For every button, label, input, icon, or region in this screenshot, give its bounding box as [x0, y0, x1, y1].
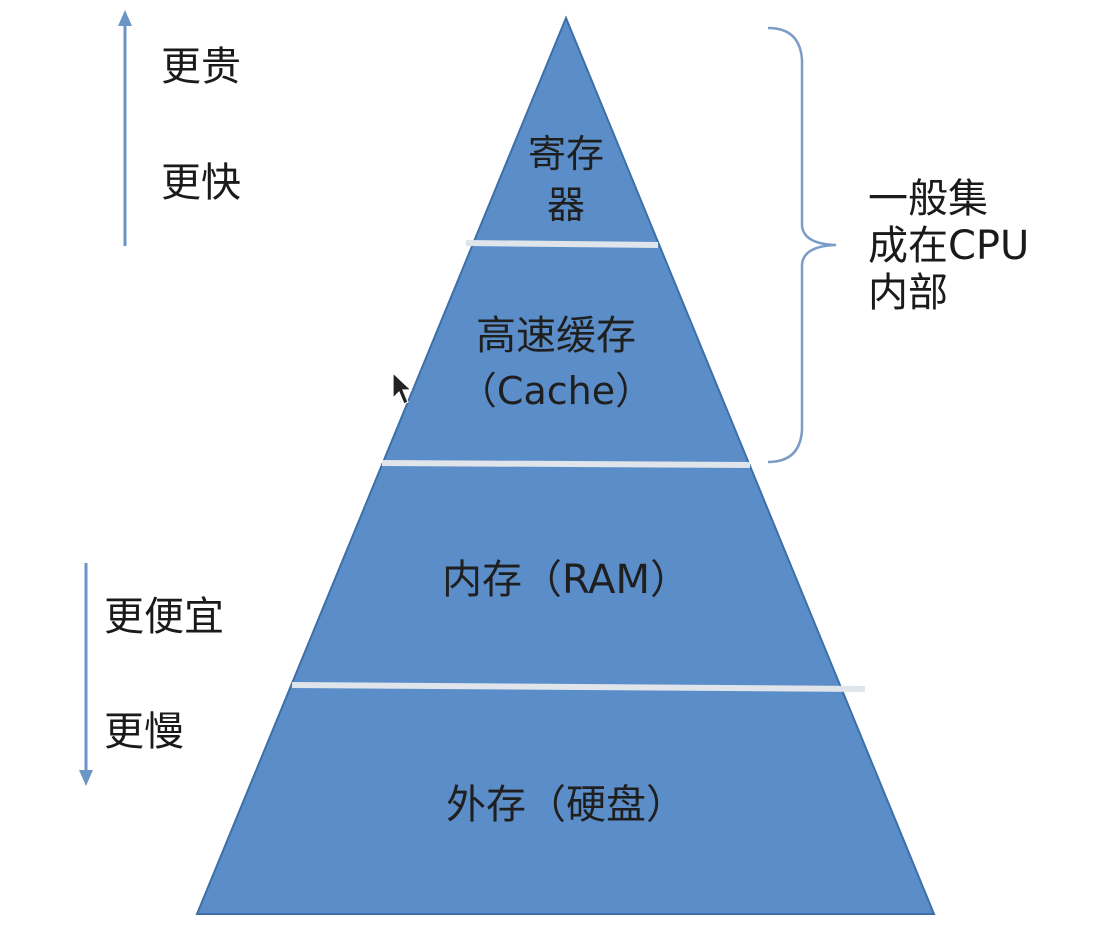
mouse-cursor-icon: [392, 371, 413, 405]
label-cheaper: 更便宜: [104, 594, 224, 640]
layer-separator: [381, 460, 751, 468]
layer-cache-label-line1: 高速缓存: [476, 313, 636, 359]
label-slower: 更慢: [104, 709, 184, 755]
cpu-note-line2: 成在CPU: [868, 223, 1030, 270]
layer-register-label-line2: 器: [547, 183, 585, 227]
layer-disk-label: 外存（硬盘）: [446, 782, 686, 828]
label-faster: 更快: [161, 160, 241, 206]
layer-separator: [291, 682, 866, 692]
cpu-integrated-note: 一般集 成在CPU 内部: [868, 176, 1029, 318]
up-arrow-head: [118, 10, 132, 26]
layer-ram-label: 内存（RAM）: [442, 557, 690, 603]
right-brace: [767, 26, 837, 464]
layer-separator: [465, 240, 659, 248]
down-arrow-head: [79, 770, 93, 786]
layer-cache-label-line2: （Cache）: [459, 369, 653, 413]
label-more-expensive: 更贵: [161, 44, 241, 90]
cpu-note-line1: 一般集: [868, 176, 988, 222]
cpu-note-line3: 内部: [868, 270, 948, 317]
layer-register-label-line1: 寄存: [528, 132, 604, 176]
